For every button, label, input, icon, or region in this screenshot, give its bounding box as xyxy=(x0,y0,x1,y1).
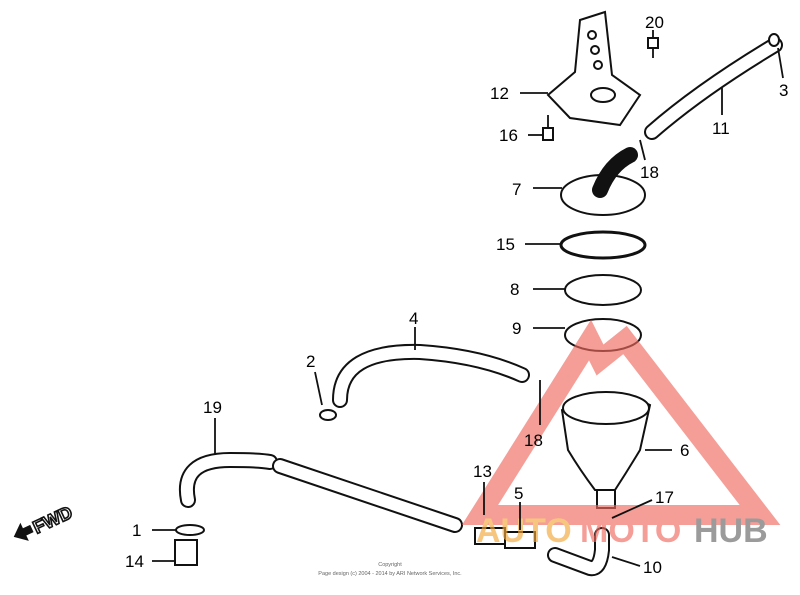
part-clip-3 xyxy=(768,33,780,47)
callout-9: 9 xyxy=(512,319,521,338)
watermark-text-auto: AUTO xyxy=(476,512,572,550)
part-filter-bowl xyxy=(560,391,652,509)
leader-lines xyxy=(152,30,784,567)
part-bolt-20 xyxy=(647,37,659,58)
copyright-line-1: Copyright xyxy=(378,562,402,568)
callout-10: 10 xyxy=(643,558,662,577)
arrow-left-icon xyxy=(13,522,34,541)
watermark-logo: AUTO MOTO HUB xyxy=(461,319,781,550)
part-fitting-5 xyxy=(474,527,536,549)
callout-17: 17 xyxy=(655,488,674,507)
watermark-text-hub: HUB xyxy=(694,512,768,550)
callout-18-bottom: 18 xyxy=(524,431,543,450)
callout-12: 12 xyxy=(490,84,509,103)
part-strainer xyxy=(564,274,642,306)
callout-16: 16 xyxy=(499,126,518,145)
part-cap xyxy=(560,147,646,216)
callout-20: 20 xyxy=(645,13,664,32)
callout-8: 8 xyxy=(510,280,519,299)
callout-13: 13 xyxy=(473,462,492,481)
part-clip-1 xyxy=(175,524,205,536)
callout-15: 15 xyxy=(496,235,515,254)
callout-5: 5 xyxy=(514,484,523,503)
forward-direction-indicator: FWD xyxy=(13,501,76,541)
callout-6: 6 xyxy=(680,441,689,460)
callout-2: 2 xyxy=(306,352,315,371)
callout-14: 14 xyxy=(125,552,144,571)
fwd-label: FWD xyxy=(30,502,76,537)
callout-7: 7 xyxy=(512,180,521,199)
part-bolt-16 xyxy=(542,115,554,141)
callout-1: 1 xyxy=(132,521,141,540)
callout-4: 4 xyxy=(409,309,418,328)
callout-18-top: 18 xyxy=(640,163,659,182)
part-bracket xyxy=(546,10,642,127)
copyright-line-2: Page design (c) 2004 - 2014 by ARI Netwo… xyxy=(318,571,462,577)
watermark-text-moto: MOTO xyxy=(580,512,681,550)
callout-11: 11 xyxy=(712,119,730,138)
part-clip-2 xyxy=(319,409,337,421)
callout-3: 3 xyxy=(779,81,788,100)
part-oring xyxy=(559,230,647,260)
callout-19: 19 xyxy=(203,398,222,417)
part-fitting-14 xyxy=(174,539,198,566)
